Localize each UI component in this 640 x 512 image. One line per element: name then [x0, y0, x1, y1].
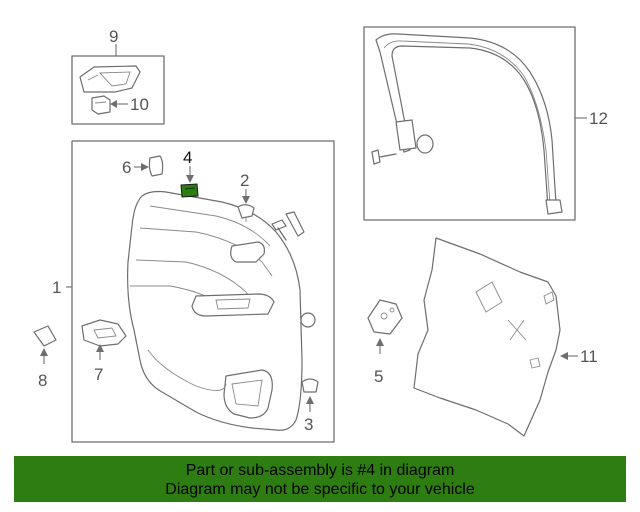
window-channel-part[interactable] [375, 33, 557, 209]
callout-1[interactable]: 1 [52, 278, 61, 297]
bolt-part[interactable] [301, 378, 319, 393]
callout-9[interactable]: 9 [109, 27, 118, 46]
callout-11[interactable]: 11 [580, 347, 598, 366]
window-channel-box [363, 26, 576, 221]
water-deflector-part[interactable] [413, 237, 561, 437]
bezel-retainer-part[interactable] [91, 95, 111, 115]
callout-7[interactable]: 7 [94, 365, 103, 384]
cover-group: 8 [33, 325, 57, 390]
parts-diagram: 9 10 12 1 [33, 26, 608, 443]
panel-clip-part[interactable] [148, 155, 164, 177]
handle-bracket-part[interactable] [81, 319, 127, 347]
callout-12[interactable]: 12 [589, 109, 608, 128]
callout-3[interactable]: 3 [304, 415, 313, 434]
callout-8[interactable]: 8 [38, 371, 47, 390]
callout-2[interactable]: 2 [240, 171, 249, 190]
part-notice-banner: Part or sub-assembly is #4 in diagram Di… [14, 456, 626, 502]
switch-bezel-group: 9 10 [71, 27, 165, 125]
channel-screw[interactable] [371, 149, 381, 165]
callout-6[interactable]: 6 [122, 158, 131, 177]
callout-10[interactable]: 10 [130, 95, 149, 114]
banner-line-part-number: Part or sub-assembly is #4 in diagram [185, 462, 455, 479]
channel-clip[interactable] [416, 134, 434, 154]
switch-bezel-box [71, 55, 165, 125]
callout-4[interactable]: 4 [183, 148, 192, 167]
door-trim-group: 1 2 3 4 [52, 140, 335, 443]
bracket-group: 5 [367, 299, 403, 386]
door-trim-box [71, 140, 335, 443]
highlighted-clip-part[interactable] [180, 183, 199, 198]
push-retainer-part[interactable] [237, 204, 255, 219]
latch-bracket-part[interactable] [367, 299, 403, 335]
deflector-group: 11 [413, 237, 598, 437]
small-cover-part[interactable] [33, 325, 57, 347]
window-channel-group: 12 [363, 26, 608, 221]
callout-5[interactable]: 5 [374, 367, 383, 386]
banner-line-disclaimer: Diagram may not be specific to your vehi… [165, 481, 475, 498]
